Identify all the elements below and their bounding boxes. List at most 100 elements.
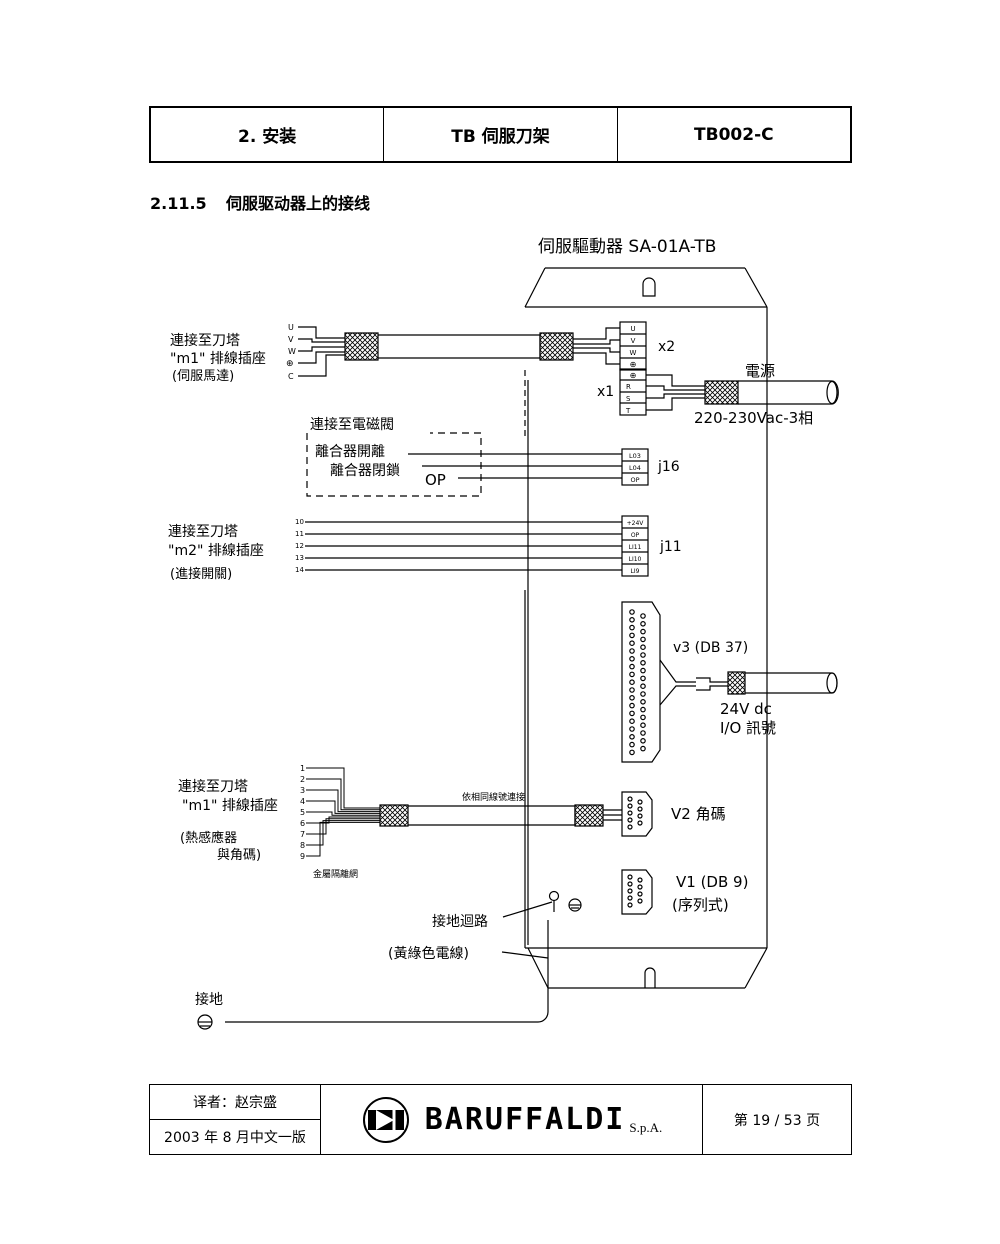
v2-pin [627, 824, 633, 830]
encoder-pin-label: 3 [300, 786, 305, 795]
header-section: 2. 安装 [151, 108, 385, 161]
db37-pin [640, 628, 646, 635]
v1-pin [627, 888, 633, 894]
db37-pin [629, 655, 635, 662]
m1-pin-w: W [288, 347, 296, 356]
m2-pin-10: 10 [295, 518, 304, 526]
v2-pin [637, 813, 643, 819]
v2-pins [627, 796, 643, 830]
db37-pin [640, 620, 646, 627]
header-code: TB002-C [694, 124, 774, 145]
power-title: 電源 [745, 362, 775, 380]
db37-pin [640, 613, 646, 619]
cable-note: 依相同線號連接 [462, 791, 525, 803]
db37-pin [629, 710, 635, 717]
brake-solenoid: 連接至電磁閥 離合器開離 離合器閉鎖 OP [306, 416, 622, 497]
db37-pin [640, 714, 646, 721]
m1-motor-label-1: 連接至刀塔 [170, 332, 240, 349]
db37-pin [640, 722, 646, 729]
db37-pin [629, 733, 635, 740]
header-product: TB 伺服刀架 [384, 108, 618, 161]
x2-term-w: W [630, 349, 637, 357]
db37-pin [629, 726, 635, 732]
baruffaldi-logo-icon [362, 1096, 409, 1143]
v2-pin [637, 806, 643, 812]
db37-pin [640, 644, 646, 651]
db37-pin [640, 737, 646, 744]
j11-term-24v: +24V [627, 520, 645, 527]
drive-housing [524, 267, 768, 989]
encoder-pin-label: 4 [300, 797, 305, 806]
db37-pin [629, 718, 635, 725]
m2-label-2: "m2" 排線插座 [168, 543, 264, 559]
m1-enc-label-1: 連接至刀塔 [178, 778, 248, 795]
db37-pin [640, 652, 646, 658]
x1-label: x1 [597, 384, 614, 400]
encoder-wire [306, 820, 380, 846]
encoder-wire [306, 818, 380, 835]
v2-label: V2 角碼 [671, 805, 726, 823]
encoder-wire [306, 789, 380, 813]
db37-pin [640, 636, 646, 643]
j11-term-li10: LI10 [629, 556, 642, 563]
j16-label: j16 [657, 459, 680, 475]
m1-motor-label-2: "m1" 排線插座 [170, 351, 266, 367]
m2-connector: 連接至刀塔 "m2" 排線插座 (進接開關) 10 11 12 13 14 [168, 518, 622, 582]
encoder-wire [306, 816, 380, 824]
db37-pin [629, 624, 635, 631]
m2-pin-14: 14 [295, 566, 304, 574]
j11-term-li11: LI11 [629, 544, 642, 551]
translator: 译者：赵宗盛 [150, 1085, 320, 1120]
x1-terminal: ⊕ R S T x1 電源 220-230Vac-3相 [597, 362, 839, 427]
x2-term-v: V [631, 337, 636, 345]
x2-term-u: U [630, 325, 635, 333]
db37-pin [629, 694, 635, 701]
brake-title: 連接至電磁閥 [310, 416, 394, 433]
encoder-pin-label: 8 [300, 841, 305, 850]
j16-term-l03: L03 [629, 452, 641, 460]
footer-left: 译者：赵宗盛 2003 年 8 月中文一版 [150, 1085, 321, 1154]
m1-pin-c: C [288, 372, 294, 381]
v2-connector: V2 角碼 [621, 791, 726, 837]
section-heading: 2.11.5 伺服驱动器上的接线 [150, 190, 370, 214]
m1-enc-label-3: (熱感應器 [180, 830, 237, 846]
encoder-wire [306, 821, 380, 857]
section-title: 伺服驱动器上的接线 [226, 194, 371, 213]
power-spec: 220-230Vac-3相 [694, 409, 813, 427]
section-number: 2.11.5 [150, 194, 207, 213]
v1-pin [637, 891, 643, 897]
db37-pin [629, 687, 635, 693]
drive-title: 伺服驅動器 SA-01A-TB [538, 237, 716, 257]
db37-pin [640, 659, 646, 666]
x1-term-ground: ⊕ [630, 371, 637, 380]
v1-label-2: (序列式) [672, 896, 729, 914]
db37-pin [629, 648, 635, 654]
footer-brand: BARUFFALDI S.p.A. [321, 1085, 703, 1154]
v2-pin [637, 820, 643, 826]
x1-term-r: R [626, 383, 631, 391]
shield-label: 金屬隔離網 [313, 868, 358, 880]
encoder-pin-label: 7 [300, 830, 305, 839]
j11-term-li9: LI9 [631, 568, 640, 575]
v3-db37-connector: v3 (DB 37) 24V dc I/O 訊號 [621, 601, 838, 763]
v3-signal-1: 24V dc [720, 700, 772, 718]
m2-pin-13: 13 [295, 554, 304, 562]
m2-label-1: 連接至刀塔 [168, 523, 238, 540]
x1-term-s: S [626, 395, 631, 403]
brand-suffix: S.p.A. [629, 1120, 663, 1135]
v2-pin [637, 799, 643, 805]
brake-lock: 離合器閉鎖 [330, 462, 400, 479]
v2-pin [627, 810, 633, 816]
x2-term-ground: ⊕ [630, 360, 637, 369]
v1-pin [637, 884, 643, 890]
v1-pin [637, 877, 643, 883]
m2-label-3: (進接開關) [170, 566, 232, 582]
encoder-pin-label: 5 [300, 808, 305, 817]
v1-pins [627, 874, 643, 908]
db37-pin [640, 667, 646, 674]
m1-enc-label-4: 與角碼) [217, 848, 261, 863]
db37-pin [629, 671, 635, 678]
db37-pin [640, 675, 646, 682]
